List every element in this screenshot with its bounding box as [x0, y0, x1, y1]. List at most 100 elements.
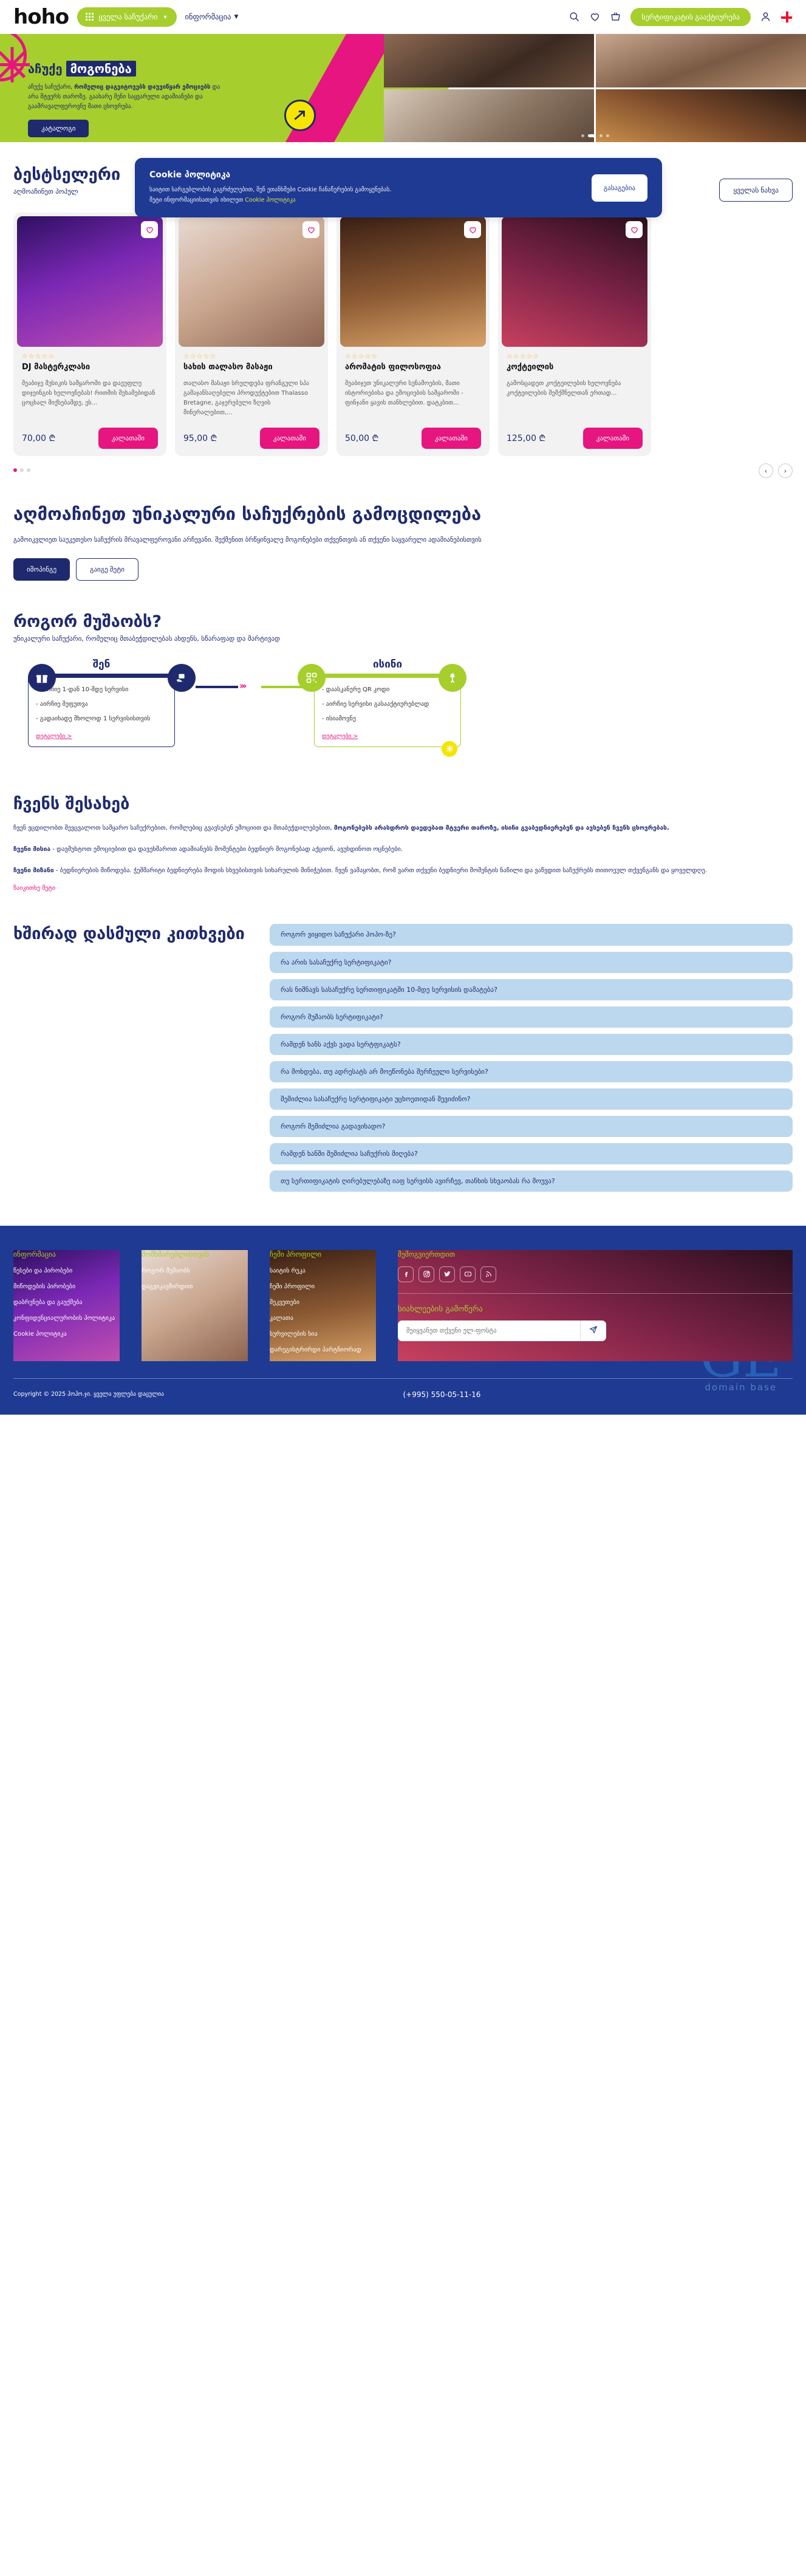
wishlist-button[interactable] [464, 221, 481, 238]
add-to-cart-button[interactable]: კალათაში [421, 428, 481, 449]
newsletter-email-input[interactable] [398, 1320, 580, 1341]
chevron-right-icon: ››› [239, 680, 247, 691]
wishlist-button[interactable] [141, 221, 158, 238]
add-to-cart-button[interactable]: კალათაში [259, 428, 319, 449]
how-steps: ››› შენ - აირჩიე 1-დან 10-მდე სერვისი - … [13, 658, 793, 768]
cookie-policy-link[interactable]: Cookie პოლიტიკა [245, 196, 296, 203]
section-title: ბესტსელერი [13, 165, 121, 184]
catalog-button[interactable]: კატალოგი [28, 120, 89, 138]
footer-link[interactable]: საიტის რუკა [270, 1267, 306, 1274]
product-card[interactable]: ☆☆☆☆☆ არომატის ფილოსოფია შეაბიჯეთ უნიკალ… [336, 213, 490, 456]
faq-item[interactable]: რა მოხდება, თუ ადრესატს არ მოეწონება შერ… [270, 1061, 793, 1082]
faq-section: ხშირად დასმული კითხვები როგორ ვიყიდო საჩ… [0, 924, 806, 1192]
faq-item[interactable]: როგორ ვიყიდო საჩუქარი ჰოჰო-ზე? [270, 924, 793, 946]
footer-link[interactable]: დაგვიკავშირდით [142, 1283, 193, 1290]
learn-more-button[interactable]: გაიგე მეტი [76, 558, 138, 581]
footer-column-social: შემოგვიერთდით სიახლეების გამ [398, 1249, 793, 1361]
heart-icon [307, 227, 315, 233]
discover-buttons: იშოპინგე გაიგე მეტი [13, 558, 793, 581]
info-dropdown[interactable]: ინფორმაცია ▼ [185, 12, 239, 21]
rss-icon[interactable] [480, 1266, 496, 1282]
footer-link[interactable]: როგორ მუშაობს [142, 1267, 190, 1274]
product-title: არომატის ფილოსოფია [345, 363, 441, 372]
search-icon[interactable] [569, 11, 580, 22]
product-title: DJ მასტერკლასი [22, 363, 91, 372]
basket-icon[interactable] [610, 11, 621, 22]
product-image [502, 216, 647, 347]
footer-link[interactable]: ჩემი პროფილი [270, 1283, 315, 1290]
cookie-accept-button[interactable]: გასაგებია [591, 174, 647, 202]
carousel-next-button[interactable]: › [778, 463, 793, 478]
faq-item[interactable]: შემიძლია სასაჩუქრე სერტიფიკატი უცხოეთიდა… [270, 1088, 793, 1110]
footer-link[interactable]: სურვილების სია [270, 1330, 318, 1338]
youtube-icon[interactable] [460, 1266, 476, 1282]
faq-item[interactable]: რა არის სასაჩუქრე სერტიფიკატი? [270, 951, 793, 973]
footer-link[interactable]: მიწოდების პირობები [13, 1283, 76, 1290]
product-card[interactable]: ☆☆☆☆☆ კოქტეილის გამოსცადეთ კოქტეილების ხ… [498, 213, 651, 456]
footer-link[interactable]: დაბრუნება და გაუქმება [13, 1299, 83, 1306]
read-more-link[interactable]: წაიკითხე მეტი [13, 885, 56, 892]
georgia-flag-icon[interactable] [780, 10, 793, 23]
footer-column-heading: ჩემი პროფილი [270, 1249, 322, 1259]
hero-banner: აჩუქე მოგონება აჩუქე საჩუქარი, რომელიც დ… [0, 34, 806, 142]
hero-text-block: აჩუქე მოგონება აჩუქე საჩუქარი, რომელიც დ… [28, 61, 228, 138]
add-to-cart-button[interactable]: კალათაში [582, 428, 643, 449]
discover-paragraph: გამოიკვლიეთ საუკეთესო საჩუქრის მრავალფერ… [13, 536, 482, 544]
social-links [398, 1266, 793, 1282]
product-card[interactable]: ☆☆☆☆☆ სახის თალასო მასაჟი თალასო მასაჟი … [175, 213, 328, 456]
cookie-consent-banner: Cookie პოლიტიკა საიტით სარგებლობის გაგრძ… [135, 158, 662, 218]
add-to-cart-button[interactable]: კალათაში [98, 428, 158, 449]
footer-bottom: Copyright © 2025 ჰოჰო.ჯი. ყველა უფლება დ… [13, 1389, 793, 1401]
user-icon[interactable] [760, 11, 771, 22]
faq-item[interactable]: როგორ მუშაობს სერტიფიკატი? [270, 1006, 793, 1028]
product-footer: 50,00 ₾ კალათაში [345, 428, 481, 449]
wishlist-button[interactable] [626, 221, 643, 238]
cookie-line-2: მეტი ინფორმაციისათვის იხილეთ [149, 196, 245, 203]
step-details-link[interactable]: დეტალები > [36, 733, 72, 740]
step-connector [261, 685, 304, 688]
carousel-page-dots[interactable] [0, 468, 806, 472]
info-label: ინფორმაცია [185, 12, 231, 21]
all-gifts-dropdown[interactable]: ყველა საჩუქარი ▼ [77, 7, 177, 27]
cookie-line-1: საიტით სარგებლობის გაგრძელებით, შენ ეთან… [149, 186, 392, 193]
footer-link[interactable]: შეკვეთები [270, 1299, 299, 1306]
chevron-down-icon: ▼ [162, 13, 168, 20]
step-details-link[interactable]: დეტალები > [322, 733, 358, 740]
view-all-button[interactable]: ყველას ნახვა [719, 179, 793, 202]
faq-item[interactable]: რას ნიშნავს სასაჩუქრე სერთიფიკატში 10-მდ… [270, 979, 793, 1000]
hero-slide-dots[interactable] [384, 134, 806, 137]
faq-item[interactable]: როგორ შემიძლია გადავიხადო? [270, 1115, 793, 1137]
footer-link[interactable]: დარეგისტრირდი პარტნიორად [270, 1346, 361, 1353]
wishlist-button[interactable] [302, 221, 319, 238]
footer-link[interactable]: Cookie პოლიტიკა [13, 1330, 67, 1338]
instagram-glyph [423, 1271, 430, 1278]
shop-button[interactable]: იშოპინგე [13, 558, 70, 581]
hero-description: აჩუქე საჩუქარი, რომელიც დაგვიტოვებს დაუვ… [28, 83, 228, 111]
footer-link[interactable]: კალათა [270, 1314, 293, 1322]
carousel-prev-button[interactable]: ‹ [759, 463, 773, 478]
gift-glyph [36, 675, 48, 683]
about-mission-text: - დავმუხტოთ ემოციებით და დავეხმაროთ ადამ… [50, 846, 403, 853]
instagram-icon[interactable] [418, 1266, 434, 1282]
activate-certificate-button[interactable]: სერტიფიკატის გააქტიურება [630, 7, 751, 26]
site-logo[interactable]: hoho [13, 4, 69, 29]
hero-image [596, 34, 806, 87]
hero-title-right: მოგონება [66, 61, 136, 77]
facebook-icon[interactable] [398, 1266, 414, 1282]
heart-icon[interactable] [589, 11, 601, 22]
faq-item[interactable]: თუ სერთიფიკატის ღირებულებაზე იაფ სერვისს… [270, 1170, 793, 1192]
hero-desc-bold: რომელიც დაგვიტოვებს დაუვიწყარ ემოციებს [74, 84, 211, 91]
twitter-icon[interactable] [439, 1266, 455, 1282]
footer-link[interactable]: წესები და პირობები [13, 1267, 73, 1274]
faq-item[interactable]: რამდენ ხანში შემიძლია საჩუქრის მიღება? [270, 1143, 793, 1164]
youtube-glyph [464, 1272, 471, 1277]
step-connector [196, 685, 238, 688]
faq-item[interactable]: რამდენ ხანს აქვს ვადა სერტფიკატს? [270, 1033, 793, 1055]
hero-next-arrow-button[interactable] [284, 100, 316, 131]
product-card[interactable]: ☆☆☆☆☆ DJ მასტერკლასი შეაბიჯე მუსიკის სამ… [13, 213, 166, 456]
sparkle-glyph [446, 745, 453, 753]
step-item: - აირჩიე შეფუთვა [36, 700, 88, 708]
newsletter-submit-button[interactable] [580, 1320, 606, 1341]
footer-link[interactable]: კონფიდენციალურობის პოლიტიკა [13, 1314, 115, 1322]
product-description: შეაბიჯე მუსიკის სამყაროში და დაეუფლე დიჯ… [22, 380, 155, 406]
